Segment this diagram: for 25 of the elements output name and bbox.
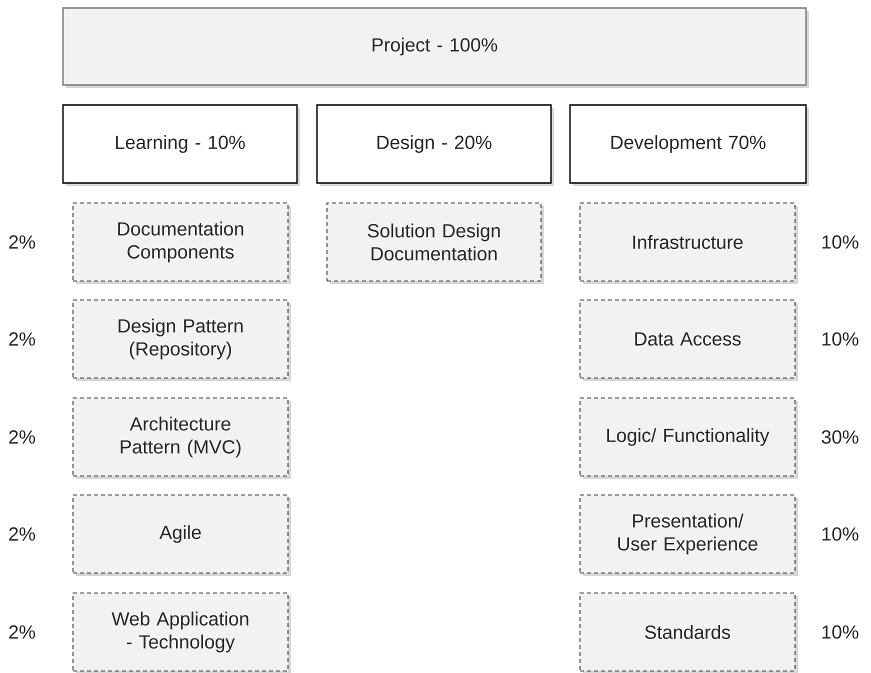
task-box: Presentation/ User Experience bbox=[579, 494, 798, 576]
task-box: Architecture Pattern (MVC) bbox=[72, 397, 291, 479]
phase-box: Development 70% bbox=[569, 104, 809, 186]
task-box: Data Access bbox=[579, 299, 798, 381]
task-box: Solution Design Documentation bbox=[326, 202, 544, 284]
percentage-label: 10% bbox=[822, 332, 858, 346]
percentage-label: 2% bbox=[9, 332, 36, 346]
percentage-label: 2% bbox=[9, 430, 36, 444]
project-box: Project - 100% bbox=[62, 7, 809, 88]
percentage-label: 10% bbox=[822, 527, 858, 541]
phase-box: Learning - 10% bbox=[62, 104, 300, 186]
task-box: Web Application - Technology bbox=[72, 592, 291, 673]
task-box: Design Pattern (Repository) bbox=[72, 299, 291, 381]
percentage-label: 2% bbox=[9, 235, 36, 249]
task-box: Infrastructure bbox=[579, 202, 798, 284]
percentage-label: 10% bbox=[822, 235, 858, 249]
task-box: Agile bbox=[72, 494, 291, 576]
task-box: Standards bbox=[579, 592, 798, 673]
task-box: Logic/ Functionality bbox=[579, 397, 798, 479]
percentage-label: 2% bbox=[9, 625, 36, 639]
percentage-label: 2% bbox=[9, 527, 36, 541]
phase-box: Design - 20% bbox=[316, 104, 554, 186]
percentage-label: 10% bbox=[822, 625, 858, 639]
task-box: Documentation Components bbox=[72, 202, 291, 284]
percentage-label: 30% bbox=[822, 430, 858, 444]
